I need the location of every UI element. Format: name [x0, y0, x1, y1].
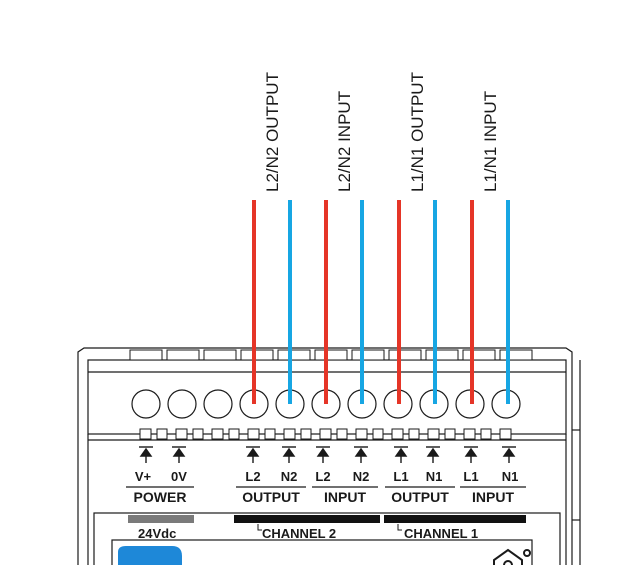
group-ch1-input: INPUT: [472, 489, 514, 505]
channel-bar: [128, 515, 526, 531]
group-power: POWER: [134, 489, 187, 505]
group-ch2-output: OUTPUT: [242, 489, 300, 505]
terminal-ch1-out-l: L1: [393, 469, 408, 484]
house-gear-icon: [493, 548, 531, 570]
channel-labels: 24Vdc CHANNEL 2 CHANNEL 1: [138, 526, 478, 541]
terminal-ch2-in-n: N2: [353, 469, 370, 484]
label-l1n1-output: L1/N1 OUTPUT: [408, 72, 427, 192]
screw-terminal: [203, 389, 233, 419]
terminal-ch2-in-l: L2: [315, 469, 330, 484]
arrow-up-icon: [246, 446, 260, 463]
arrow-up-icon: [139, 446, 153, 463]
terminal-ch2-out-n: N2: [281, 469, 298, 484]
top-tabs: [129, 349, 533, 361]
label-l2n2-input: L2/N2 INPUT: [335, 91, 354, 192]
screw-terminal: [167, 389, 197, 419]
group-ch2-input: INPUT: [324, 489, 366, 505]
terminal-arrows: [139, 446, 516, 463]
screw-terminal: [131, 389, 161, 419]
label-l1n1-input: L1/N1 INPUT: [481, 91, 500, 192]
arrow-up-icon: [426, 446, 440, 463]
group-labels: POWER OUTPUT INPUT OUTPUT INPUT: [134, 489, 515, 505]
terminal-0v: 0V: [171, 469, 187, 484]
terminal-ch1-out-n: N1: [426, 469, 443, 484]
arrow-up-icon: [316, 446, 330, 463]
terminal-v-plus: V+: [135, 469, 152, 484]
arrow-up-icon: [502, 446, 516, 463]
group-ch1-output: OUTPUT: [391, 489, 449, 505]
arrow-up-icon: [394, 446, 408, 463]
terminal-ch1-in-n: N1: [502, 469, 519, 484]
label-l2n2-output: L2/N2 OUTPUT: [263, 72, 282, 192]
arrow-up-icon: [282, 446, 296, 463]
arrow-up-icon: [354, 446, 368, 463]
voltage-label: 24Vdc: [138, 526, 176, 541]
terminal-labels: V+ 0V L2 N2 L2 N2 L1 N1 L1 N1: [135, 469, 518, 484]
wire-entry-slots: [139, 428, 512, 440]
arrow-up-icon: [172, 446, 186, 463]
arrow-up-icon: [464, 446, 478, 463]
terminal-ch2-out-l: L2: [245, 469, 260, 484]
wires: [252, 200, 510, 404]
channel-1-label: CHANNEL 1: [404, 526, 478, 541]
blue-accent-shape: [118, 546, 182, 565]
channel-2-label: CHANNEL 2: [262, 526, 336, 541]
wire-labels: L2/N2 OUTPUT L2/N2 INPUT L1/N1 OUTPUT L1…: [263, 72, 500, 192]
terminal-ch1-in-l: L1: [463, 469, 478, 484]
